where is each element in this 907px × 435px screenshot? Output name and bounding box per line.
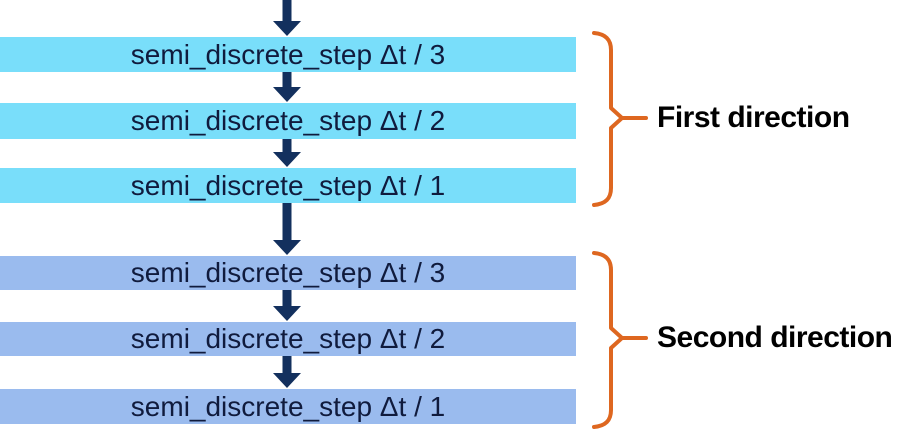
down-arrow-icon (273, 290, 301, 321)
down-arrow-icon (273, 72, 301, 102)
down-arrow-icon (273, 0, 301, 36)
step-label: semi_discrete_step Δt / 3 (130, 257, 446, 288)
flow-step-bar: semi_discrete_step Δt / 1 (0, 168, 576, 203)
step-label: semi_discrete_step Δt / 3 (130, 38, 446, 70)
flow-step-bar: semi_discrete_step Δt / 3 (0, 37, 576, 72)
flow-step-bar: semi_discrete_step Δt / 3 (0, 256, 576, 290)
first-direction-brace-icon (592, 31, 648, 207)
flow-step-bar: semi_discrete_step Δt / 1 (0, 389, 576, 424)
second-direction-brace-icon (592, 251, 648, 429)
down-arrow-icon (273, 139, 301, 167)
down-arrow-icon (273, 356, 301, 388)
step-label: semi_discrete_step Δt / 1 (130, 169, 446, 201)
flow-step-bar: semi_discrete_step Δt / 2 (0, 103, 576, 139)
step-label: semi_discrete_step Δt / 2 (130, 323, 446, 354)
second-direction-label: Second direction (657, 321, 893, 354)
first-direction-label: First direction (657, 101, 850, 134)
flow-step-bar: semi_discrete_step Δt / 2 (0, 322, 576, 356)
step-label: semi_discrete_step Δt / 1 (130, 390, 446, 422)
down-arrow-icon (273, 203, 301, 255)
step-label: semi_discrete_step Δt / 2 (130, 105, 446, 136)
